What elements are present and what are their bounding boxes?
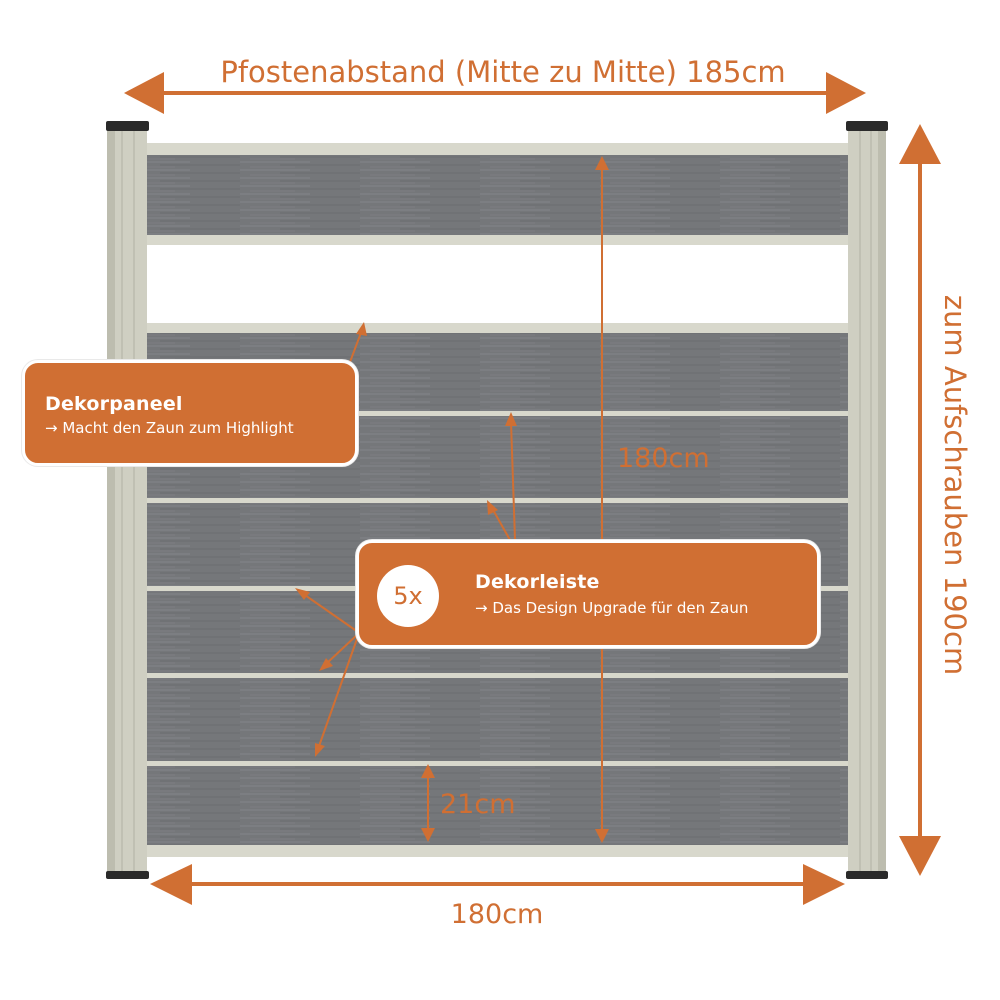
right-post — [846, 121, 888, 879]
post-distance-label: Pfostenabstand (Mitte zu Mitte) 185cm — [220, 55, 785, 89]
panel-height-arrow — [595, 156, 609, 843]
board-height-arrow — [421, 764, 435, 842]
decor-strip — [147, 673, 848, 678]
callout-subtitle: → Das Design Upgrade für den Zaun — [475, 599, 749, 617]
callout-title: Dekorleiste — [475, 571, 600, 593]
decor-strip-callout: 5x Dekorleiste → Das Design Upgrade für … — [356, 540, 820, 648]
board-height-label: 21cm — [440, 789, 516, 820]
strip-leaders — [295, 412, 517, 757]
decor-strip — [147, 498, 848, 503]
panel-height-label: 180cm — [617, 443, 710, 474]
post-cap-top-left — [106, 121, 149, 131]
decor-panel-callout: Dekorpaneel → Macht den Zaun zum Highlig… — [22, 360, 358, 466]
post-length-label: zum Aufschrauben 190cm — [938, 295, 972, 675]
count-badge: 5x — [377, 565, 439, 627]
post-cap-top-right — [846, 121, 888, 131]
left-post — [106, 121, 149, 879]
post-foot-left — [106, 871, 149, 879]
callout-title: Dekorpaneel — [45, 393, 183, 415]
panel-width-arrow — [150, 864, 845, 905]
decor-panel — [147, 245, 848, 323]
decor-strip — [147, 761, 848, 766]
top-board — [147, 143, 848, 245]
post-length-arrow — [899, 124, 941, 876]
post-distance-arrow — [124, 72, 866, 114]
callout-subtitle: → Macht den Zaun zum Highlight — [45, 419, 294, 437]
panel-leader — [349, 322, 367, 363]
panel-width-label: 180cm — [451, 899, 544, 930]
decor-strip — [147, 411, 848, 416]
post-foot-right — [846, 871, 888, 879]
